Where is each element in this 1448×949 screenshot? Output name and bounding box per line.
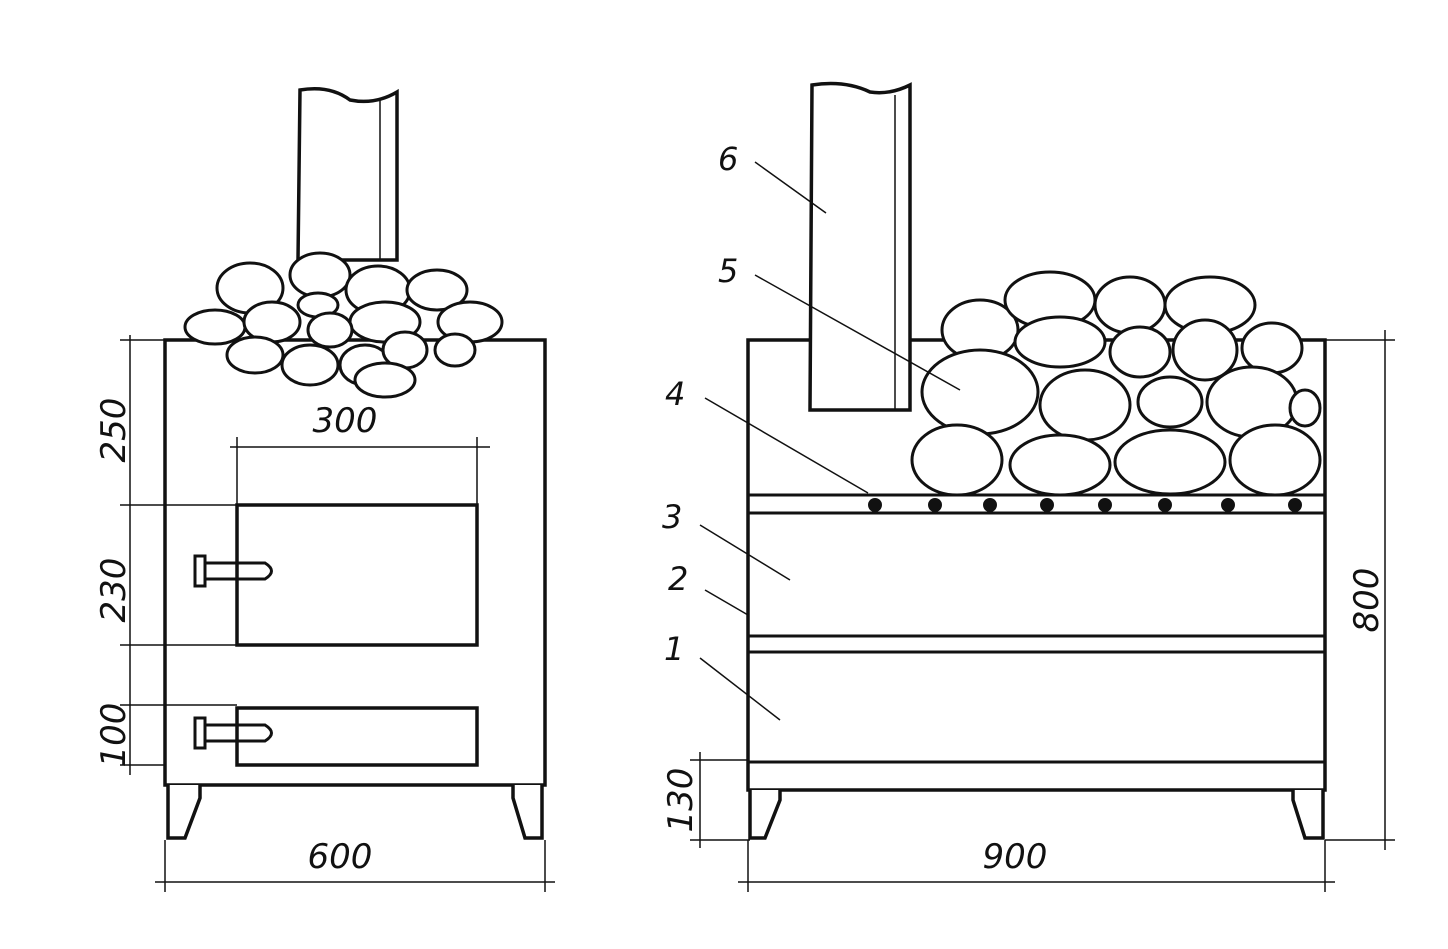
- dim-total-height: 800: [1347, 568, 1387, 633]
- dim-door-height: 230: [94, 558, 134, 623]
- dim-leg-height: 130: [661, 768, 701, 833]
- front-leg-left: [166, 785, 202, 840]
- callout-3: 3: [662, 498, 682, 536]
- ash-door-handle: [193, 716, 273, 750]
- callout-4: 4: [665, 375, 685, 413]
- dim-ash-door-height: 100: [94, 703, 134, 768]
- fire-door: [235, 503, 479, 647]
- dim-door-width: 300: [313, 401, 378, 441]
- side-stones: [910, 270, 1322, 497]
- side-leg-right: [1291, 790, 1325, 840]
- front-leg-right: [511, 785, 544, 840]
- front-chimney: [296, 87, 399, 262]
- dim-length: 900: [983, 837, 1048, 877]
- front-dimensions: [120, 335, 555, 892]
- side-leg-left: [748, 790, 782, 840]
- side-view: 6 5 4 3 2 1 800 130 900: [661, 81, 1395, 892]
- dim-front-width: 600: [308, 837, 373, 877]
- ash-door: [235, 706, 479, 767]
- side-chimney: [808, 81, 912, 412]
- door-handle: [193, 554, 273, 588]
- callout-1: 1: [664, 630, 684, 668]
- front-stones: [183, 251, 504, 399]
- grate-bars: [868, 498, 1302, 512]
- callout-6: 6: [718, 140, 738, 178]
- front-view: 250 230 100 300 600: [94, 87, 555, 892]
- callout-5: 5: [718, 252, 738, 290]
- side-dimensions: [690, 330, 1395, 892]
- callout-leaders: [699, 161, 961, 721]
- dim-top-section: 250: [94, 398, 134, 463]
- callout-2: 2: [668, 560, 688, 598]
